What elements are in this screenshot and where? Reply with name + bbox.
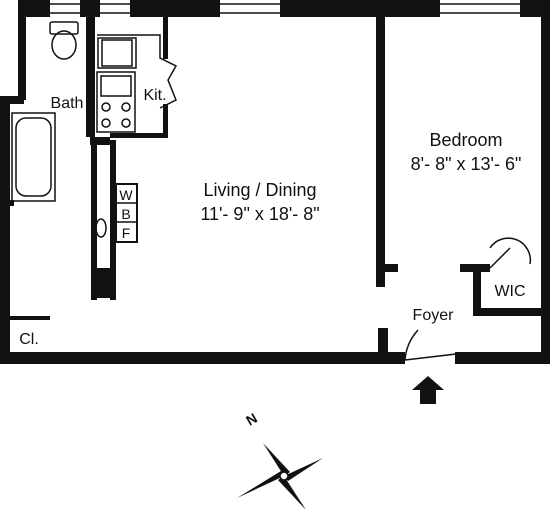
interior-walls xyxy=(10,17,541,358)
bathtub-fixture xyxy=(11,112,56,202)
wbf-b-label: B xyxy=(121,206,130,222)
kitchen-label: Kit. xyxy=(143,87,166,104)
sink-fixture xyxy=(95,218,107,238)
wic-door xyxy=(489,237,532,269)
windows xyxy=(50,3,520,14)
closet-label: Cl. xyxy=(19,331,39,348)
kitchen-counter xyxy=(97,34,178,109)
wbf-w-label: W xyxy=(119,187,133,203)
entry-door xyxy=(404,329,457,361)
bedroom-label: Bedroom xyxy=(429,130,502,150)
entry-arrow-icon xyxy=(412,376,444,404)
wic-label: WIC xyxy=(494,283,525,300)
living-dining-dimensions: 11'- 9" x 18'- 8" xyxy=(200,204,319,224)
living-dining-label: Living / Dining xyxy=(203,180,316,200)
toilet-fixture xyxy=(49,21,79,60)
bath-label: Bath xyxy=(51,95,84,112)
wbf-f-label: F xyxy=(122,225,131,241)
exterior-walls xyxy=(0,0,550,364)
bedroom-dimensions: 8'- 8" x 13'- 6" xyxy=(411,154,522,174)
refrigerator-fixture xyxy=(97,37,137,69)
compass-rose-icon xyxy=(237,443,323,510)
wbf-cabinet: W B F xyxy=(115,183,138,243)
foyer-label: Foyer xyxy=(413,307,455,324)
stove-fixture xyxy=(96,71,136,133)
north-label: N xyxy=(243,410,260,429)
